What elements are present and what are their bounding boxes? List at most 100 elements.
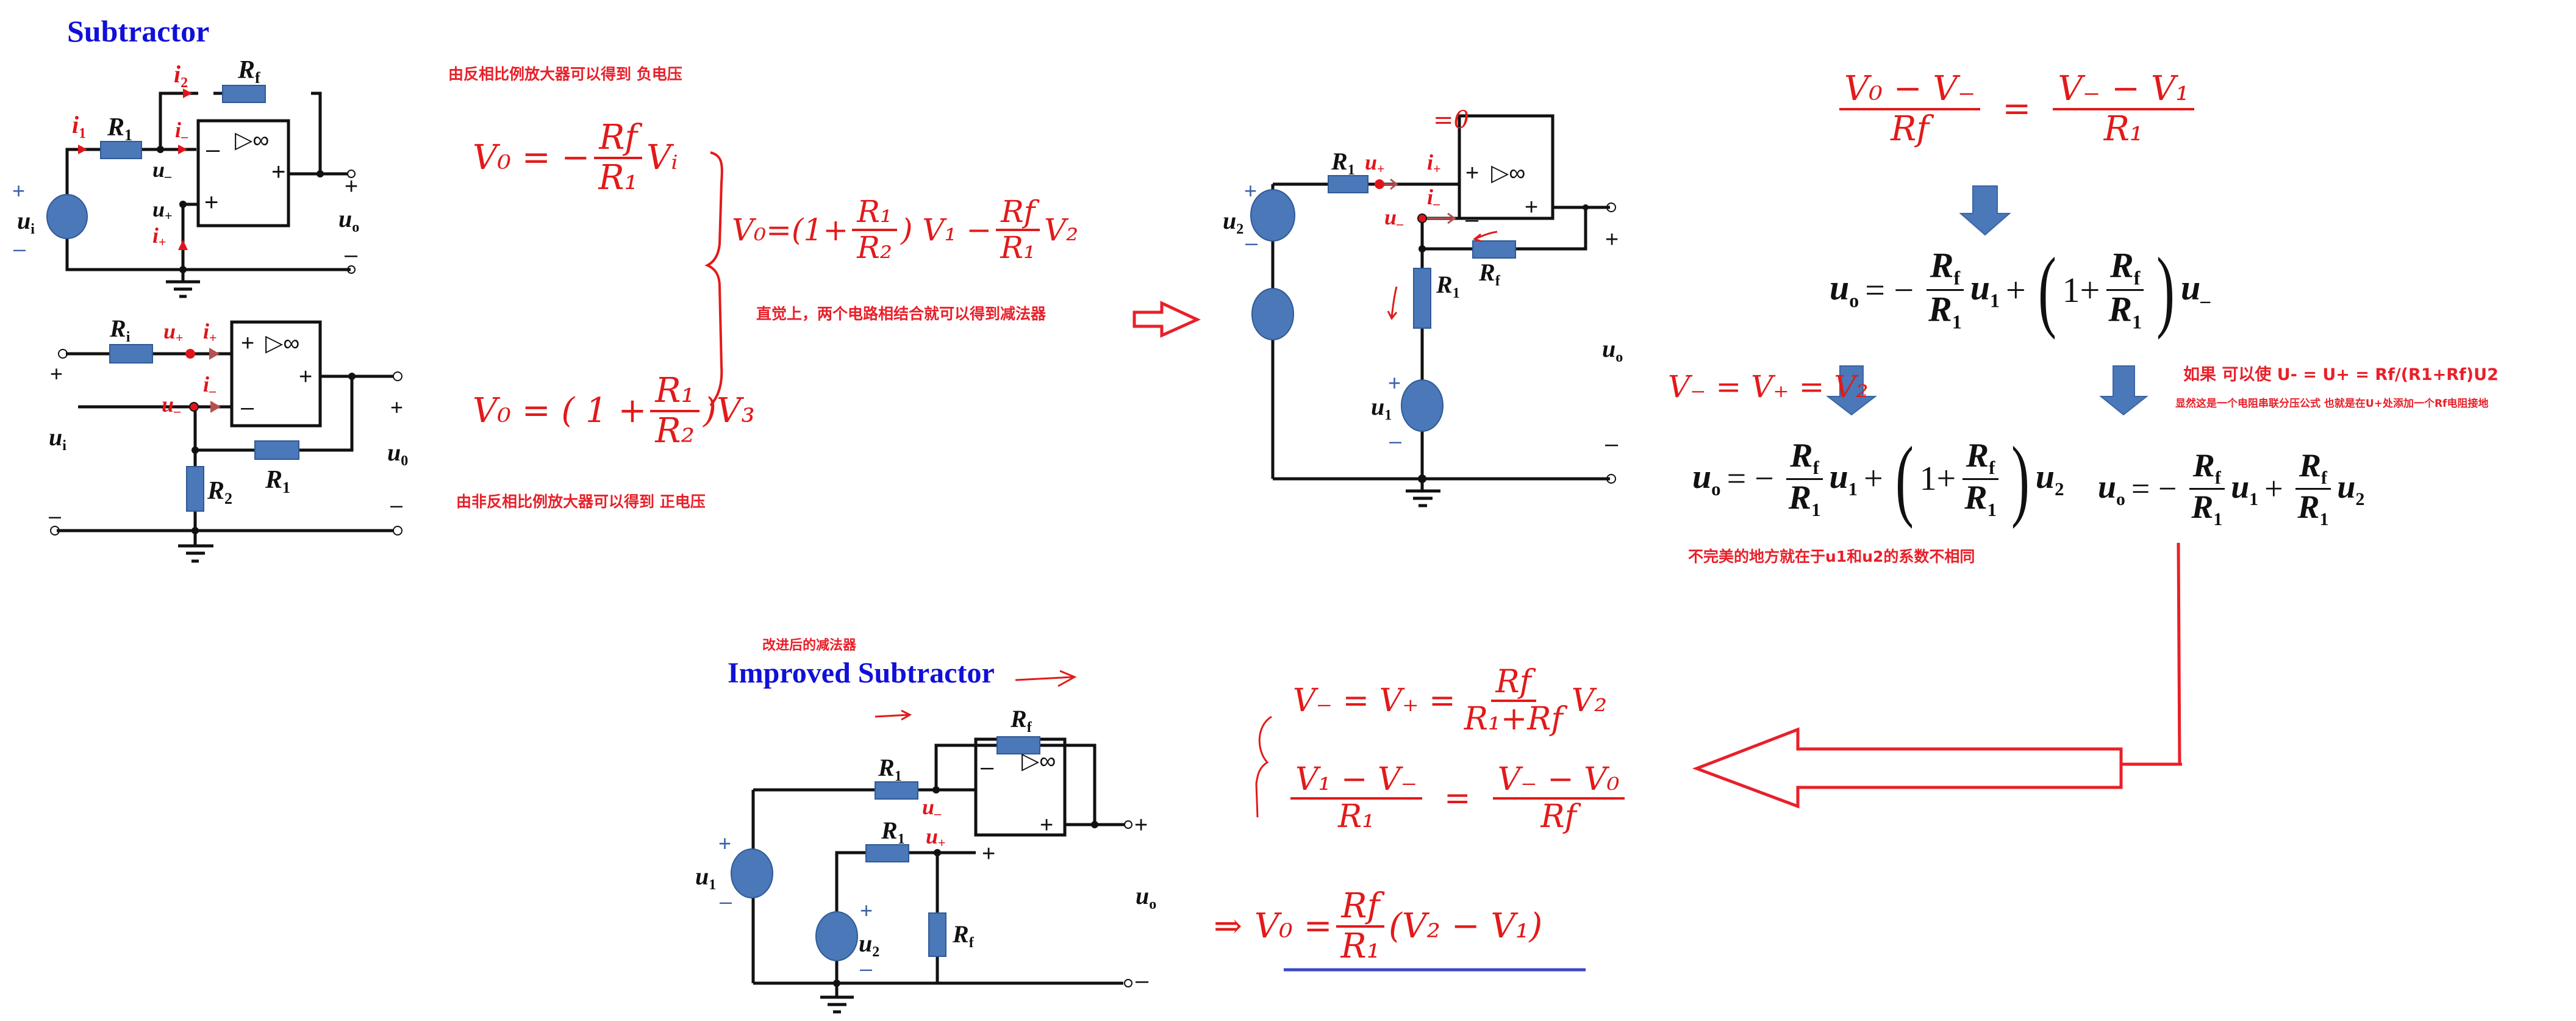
minus-sign: – (49, 503, 61, 528)
improved-subtractor-circuit (751, 737, 1125, 1014)
voltage-source-u1 (1401, 379, 1444, 432)
plus-sign: + (1605, 227, 1619, 253)
junction-dot (1583, 204, 1589, 210)
opamp-symbol: ▷∞ (265, 331, 299, 356)
output-terminal (1606, 202, 1616, 212)
handwritten-current-arrow (875, 709, 912, 721)
output-terminal (347, 265, 356, 274)
node-u-plus (1375, 179, 1384, 189)
label-u2: u2 (859, 930, 879, 960)
opamp-box (196, 119, 290, 227)
eq-rhs: V₂ (1571, 682, 1608, 720)
label-i-plus: i+ (203, 319, 217, 345)
minus-sign: – (1136, 968, 1149, 994)
junction-dot (157, 146, 164, 153)
plus-sign: + (1388, 370, 1401, 395)
imperfection-note: 不完美的地方就在于u1和u2的系数不相同 (1688, 548, 1975, 565)
resistor-r1 (100, 141, 142, 159)
plus-sign: + (345, 174, 358, 199)
voltage-source-u1 (731, 848, 773, 898)
label-u1: u1 (1371, 393, 1392, 423)
eq-sign: + (2264, 470, 2283, 507)
eq-term: u2 (2337, 468, 2365, 509)
label-rf: Rf (1478, 259, 1501, 289)
wire (311, 91, 348, 176)
eq-sign: = − (2131, 470, 2177, 507)
current-arrow-i2 (183, 88, 192, 98)
eq-term: u1 (1970, 268, 2000, 312)
minus-sign: – (720, 889, 732, 914)
minus-sign: – (860, 956, 872, 981)
eq-rhs: Vᵢ (646, 138, 678, 178)
improved-note: 改进后的减法器 (762, 638, 857, 653)
junction-dot (1419, 245, 1426, 253)
plus-sign: + (1244, 178, 1257, 203)
junction-dot (348, 373, 356, 380)
minus-sign: – (1465, 207, 1479, 232)
label-u-minus: u– (922, 795, 942, 821)
output-terminal (1606, 474, 1616, 484)
plus-sign: + (299, 364, 312, 390)
eq-term: u1 (2231, 468, 2259, 509)
eq-sign: = − (1865, 270, 1914, 310)
label-u-minus: u– (162, 392, 181, 418)
handwritten-current-arrow (1015, 670, 1077, 687)
minus-sign: – (1605, 431, 1619, 457)
input-terminal (58, 349, 68, 359)
label-r1-top: R1 (878, 754, 902, 784)
label-i2: i2 (174, 60, 188, 91)
output-terminal (393, 526, 402, 536)
node-u-minus (1417, 213, 1427, 223)
voltage-source-ui (46, 194, 88, 239)
current-arrow-i1 (78, 145, 87, 154)
plus-sign: + (204, 189, 218, 216)
flow-line (2177, 542, 2181, 766)
label-r1-vertical: R1 (1436, 271, 1460, 301)
junction-dot (179, 266, 187, 273)
label-u-plus: u+ (1365, 150, 1385, 176)
eq-lhs: V₀ = (1254, 906, 1333, 947)
eq-sign: = (1444, 780, 1471, 817)
intuition-note: 直觉上，两个电路相结合就可以得到减法器 (756, 305, 1046, 323)
plus-sign: + (390, 395, 403, 420)
label-i-minus: i– (203, 372, 216, 398)
resistor-r1-bottom (865, 844, 909, 862)
combined-subtractor-circuit (1271, 114, 1610, 507)
eq-fraction: V₀ − V₋Rf (1839, 70, 1981, 148)
current-arrow-i-plus (209, 348, 220, 360)
label-rf-top: Rf (1010, 705, 1032, 736)
label-r2: R2 (207, 477, 232, 507)
label-u-plus: u+ (152, 197, 173, 223)
plus-sign: + (50, 361, 63, 386)
eq-sign: = − (1726, 460, 1774, 498)
opamp-symbol: ▷∞ (1021, 748, 1056, 774)
input-terminal (50, 526, 60, 536)
plus-sign: + (860, 898, 873, 923)
wire (65, 235, 351, 271)
output-terminal (1124, 820, 1132, 829)
node-u-plus (185, 349, 195, 359)
plus-sign: + (1525, 195, 1538, 220)
improved-subtractor-title: Improved Subtractor (728, 657, 995, 689)
left-arrow-icon (1692, 727, 2123, 809)
resistor-r2 (186, 466, 204, 512)
minus-sign: – (1389, 428, 1401, 453)
handwritten-current-arrow (1472, 231, 1498, 243)
eq-term: u1 (1829, 457, 1858, 500)
current-arrow-i-minus (210, 401, 221, 413)
condition-note: 如果 可以使 U- = U+ = Rf/(R1+Rf)U2 (2183, 365, 2499, 384)
handwritten-brace (1255, 715, 1272, 818)
implies-arrow-icon: ⇒ (1214, 906, 1242, 947)
label-ui: ui (49, 423, 66, 454)
down-arrow-icon (1959, 185, 2011, 236)
